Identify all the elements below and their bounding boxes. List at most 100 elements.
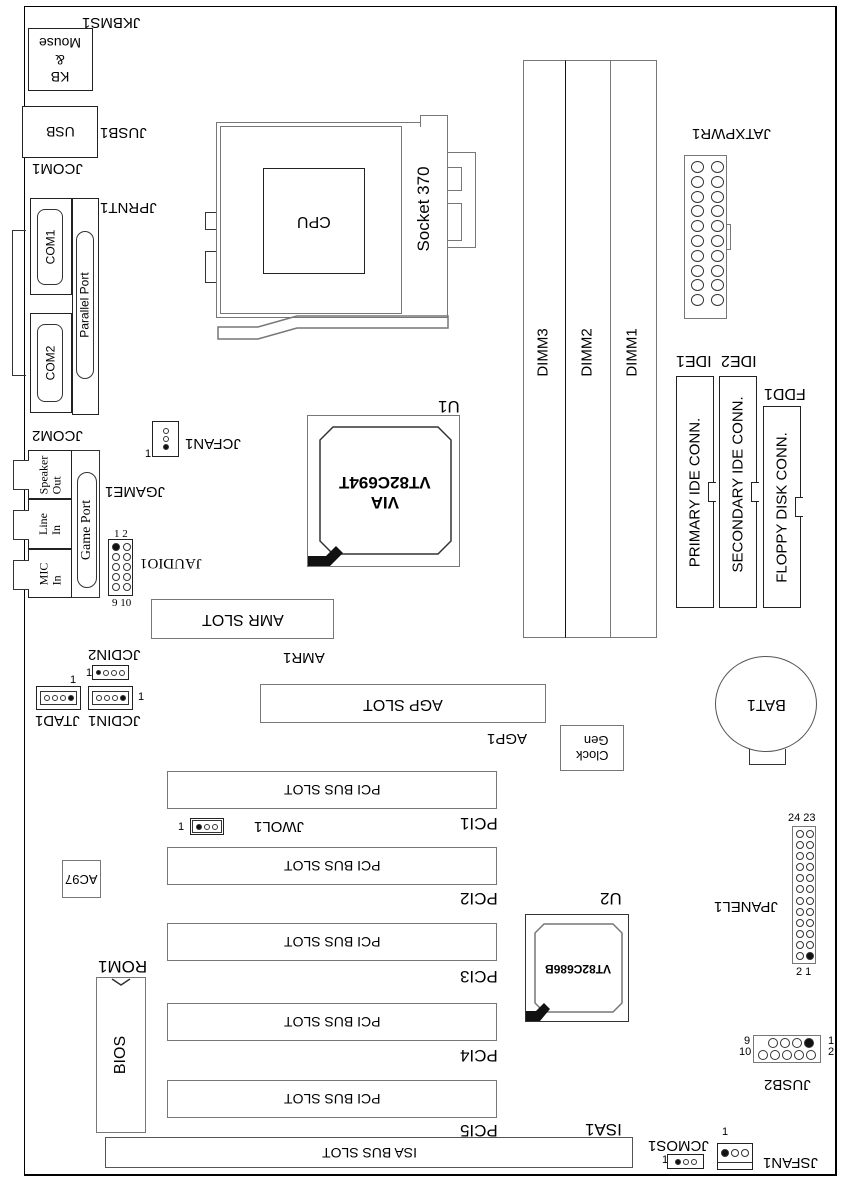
socket-label: Socket 370 — [414, 166, 433, 252]
ref-u2: U2 — [600, 889, 622, 908]
isa-slot: ISA BUS SLOT — [105, 1137, 633, 1168]
agp-slot: AGP SLOT — [260, 684, 546, 723]
and-label: & — [55, 52, 66, 68]
ref-pci2: PCI2 — [460, 889, 498, 908]
usb2-header — [753, 1035, 821, 1063]
ide2-key — [751, 482, 759, 502]
speaker-label: Speaker — [36, 455, 50, 494]
pci-slot-2: PCI BUS SLOT — [167, 847, 497, 885]
dimm1-label: DIMM1 — [623, 328, 641, 377]
ref-jcmos1: JCMOS1 — [648, 1137, 709, 1154]
battery-label: BAT1 — [746, 696, 786, 713]
pci-slot-2-label: PCI BUS SLOT — [283, 858, 381, 874]
cdin2-header — [92, 665, 129, 680]
usb2-pin2: 2 — [828, 1046, 835, 1058]
pci-slot-3: PCI BUS SLOT — [167, 923, 497, 961]
ref-agp1: AGP1 — [487, 730, 528, 747]
ref-jtad1: JTAD1 — [35, 712, 80, 729]
ref-jwol1: JWOL1 — [254, 818, 305, 835]
pci-slot-3-label: PCI BUS SLOT — [283, 934, 381, 950]
com1-connector: COM1 — [30, 198, 72, 295]
agp-slot-label: AGP SLOT — [363, 695, 443, 713]
ref-pci4: PCI4 — [460, 1046, 498, 1065]
usb2-pin1: 1 — [828, 1035, 835, 1047]
ref-jsfan1: JSFAN1 — [763, 1154, 819, 1171]
dimm-slot-2 — [565, 60, 611, 638]
floppy-connector — [763, 406, 801, 608]
panel-bottom-pins: 2 1 — [796, 966, 812, 978]
northbridge-brand: VIA — [370, 493, 399, 512]
pci-slot-1-label: PCI BUS SLOT — [283, 782, 381, 798]
ref-ide1: IDE1 — [676, 352, 712, 369]
ref-jpanel1: JPANEL1 — [714, 898, 778, 915]
ref-jaudio1: JAUDIO1 — [140, 555, 202, 571]
usb1-connector: USB — [22, 106, 98, 158]
cpu-label: CPU — [297, 213, 331, 230]
dimm-slot-1 — [610, 60, 657, 638]
out-label: Out — [49, 475, 63, 494]
ac97-chip: AC97 — [62, 860, 101, 898]
clock-generator: Clock Gen — [560, 725, 624, 771]
secondary-ide-label: SECONDARY IDE CONN. — [729, 396, 747, 573]
wol-header — [190, 818, 224, 835]
northbridge-chip: VIA VT82C694T — [307, 415, 460, 567]
clock-label: Clock — [575, 748, 609, 763]
dimm-slot-3 — [523, 60, 566, 638]
audio-bottom-pins: 9 10 — [112, 597, 132, 609]
ref-u1: U1 — [438, 397, 460, 416]
mouse-label: Mouse — [39, 35, 82, 51]
isa-slot-label: ISA BUS SLOT — [321, 1144, 417, 1161]
pci-slot-1: PCI BUS SLOT — [167, 771, 497, 809]
dimm2-label: DIMM2 — [578, 328, 596, 377]
in-label: In — [49, 525, 63, 535]
cpu: CPU — [263, 168, 365, 274]
atx-power-connector — [684, 155, 727, 319]
com2-label: COM2 — [43, 345, 58, 381]
cpu-fan-pin1: 1 — [145, 448, 152, 460]
ref-jgame1: JGAME1 — [105, 483, 166, 500]
cmos-pin1: 1 — [662, 1154, 669, 1166]
fdd-key — [795, 497, 803, 517]
socket-left-tab-2 — [205, 251, 216, 283]
game-port: Game Port — [77, 472, 97, 588]
battery-clip — [749, 749, 786, 765]
ide1-key — [708, 482, 716, 502]
ref-jatxpwr1: JATXPWR1 — [692, 125, 771, 142]
kb-label: KB — [51, 69, 70, 85]
cpu-fan-header — [152, 421, 179, 457]
com1-label: COM1 — [43, 229, 58, 265]
ref-rom1: ROM1 — [98, 957, 148, 976]
amr-slot-label: AMR SLOT — [201, 611, 284, 628]
mic-label: MIC — [35, 562, 50, 585]
battery: BAT1 — [715, 656, 817, 752]
usb2-pin10: 10 — [739, 1046, 752, 1058]
socket-left-tab-1 — [205, 212, 216, 230]
socket-side-block-1 — [448, 167, 462, 191]
usb-label: USB — [45, 124, 75, 140]
bios-chip: BIOS — [96, 977, 146, 1133]
bios-label: BIOS — [111, 1035, 129, 1075]
wol-pin1: 1 — [178, 821, 185, 833]
socket-side-bracket — [448, 152, 476, 248]
ref-pci3: PCI3 — [460, 967, 498, 986]
ref-jcom2: JCOM2 — [32, 427, 83, 444]
io-bracket — [12, 230, 26, 376]
cdin2-pin1: 1 — [86, 667, 93, 679]
ref-isa1: ISA1 — [585, 1120, 622, 1139]
kb-mouse-connector: KB & Mouse — [28, 28, 93, 91]
northbridge-part: VT82C694T — [338, 473, 431, 492]
com2-connector: COM2 — [30, 313, 72, 413]
ac97-label: AC97 — [65, 871, 98, 887]
cmos-jumper — [667, 1154, 704, 1169]
ref-pci1: PCI1 — [460, 814, 498, 833]
game-port-label: Game Port — [79, 499, 95, 561]
southbridge-chip: VT82C686B — [525, 914, 629, 1022]
mic-in-label: In — [48, 574, 63, 585]
dimm3-label: DIMM3 — [534, 328, 552, 377]
front-panel-header — [792, 826, 816, 964]
socket-tab — [420, 115, 448, 127]
ref-jcdin2: JCDIN2 — [88, 646, 141, 663]
amr-slot: AMR SLOT — [151, 599, 334, 639]
primary-ide-label: PRIMARY IDE CONN. — [686, 417, 704, 568]
